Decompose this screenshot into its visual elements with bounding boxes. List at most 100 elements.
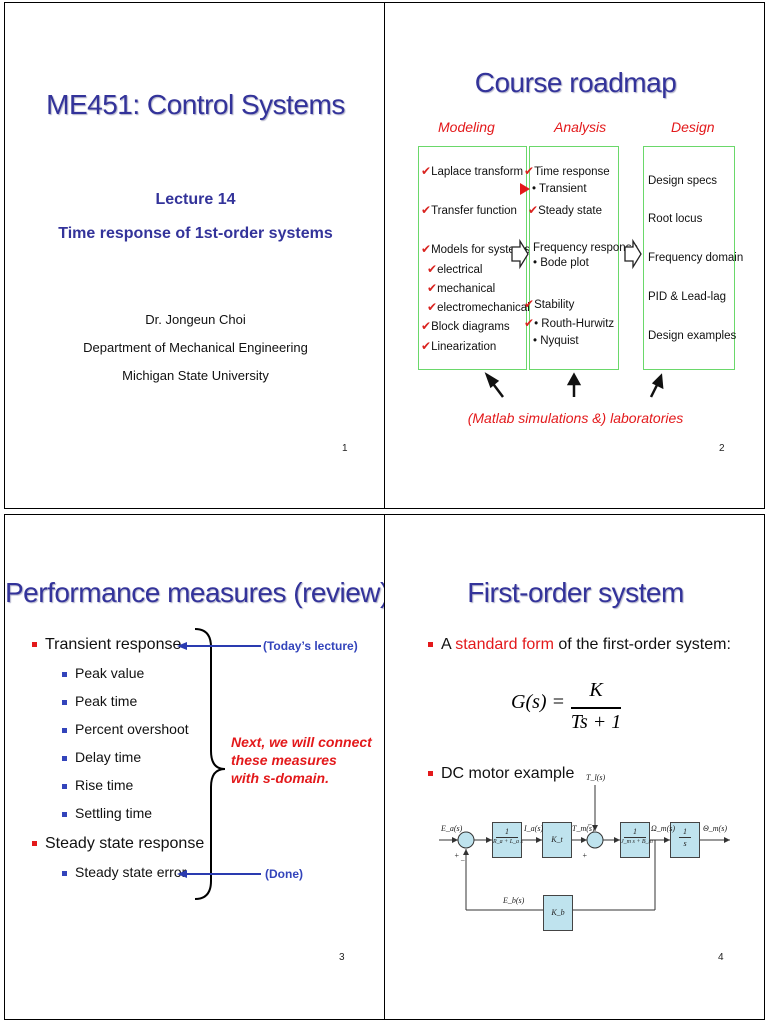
- modeling-item: Block diagrams: [431, 321, 510, 333]
- list-item: Rise time: [62, 777, 133, 793]
- university: Michigan State University: [122, 368, 269, 383]
- check-icon: ✔: [427, 262, 438, 276]
- summing-junction: [586, 831, 604, 849]
- roadmap-arrows: [484, 238, 664, 398]
- author-name: Dr. Jongeun Choi: [145, 312, 246, 327]
- check-icon: ✔: [524, 164, 535, 178]
- block-denominator: J_m s + B_m: [621, 839, 653, 845]
- analysis-item: • Nyquist: [533, 335, 579, 347]
- list-item-label: Peak value: [75, 665, 145, 681]
- analysis-item: Steady state: [538, 205, 602, 217]
- check-icon: ✔: [427, 281, 438, 295]
- block-denominator: s: [683, 839, 687, 848]
- dc-motor-block-diagram-lines: [439, 785, 730, 913]
- signal-speed-label: Ω_m(s): [651, 824, 676, 833]
- brace-and-arrows: [177, 628, 261, 900]
- lecture-topic: Time response of 1st-order systems: [58, 225, 333, 242]
- list-item: Settling time: [62, 805, 152, 821]
- page-number: 3: [339, 952, 345, 963]
- current-position-arrow-icon: [520, 183, 530, 195]
- bullet-icon: [62, 811, 67, 817]
- bullet-icon: [32, 642, 37, 648]
- modeling-box: ✔Laplace transform ✔Transfer function ✔M…: [418, 146, 531, 370]
- up-arrow-icon: [649, 373, 664, 398]
- note-line: these measures: [231, 752, 337, 768]
- modeling-item: Transfer function: [431, 205, 517, 217]
- analysis-box: ✔Time response • Transient ✔Steady state…: [520, 146, 638, 370]
- sum-plus-sign: +: [454, 851, 460, 860]
- back-emf-block: K_b: [543, 895, 573, 931]
- check-icon: ✔: [524, 297, 535, 311]
- list-item: Peak time: [62, 693, 137, 709]
- signal-back-emf-label: E_b(s): [503, 896, 525, 905]
- block-denominator: R_a + L_a s: [493, 839, 523, 845]
- slide3-title: Performance measures (review): [5, 577, 385, 608]
- check-icon: ✔: [421, 164, 432, 178]
- text-run: A: [441, 636, 456, 653]
- block-fraction-bar: [679, 837, 691, 838]
- modeling-item: Linearization: [431, 341, 497, 353]
- analysis-item: Time response: [534, 166, 610, 178]
- list-item-label: Delay time: [75, 749, 142, 765]
- todays-lecture-note: (Today’s lecture): [263, 639, 358, 653]
- signal-current-label: I_a(s): [524, 824, 544, 833]
- modeling-item: mechanical: [437, 283, 496, 295]
- bullet-icon: [62, 727, 67, 733]
- integrator-block: 1 s: [670, 822, 700, 858]
- slide-2: Course roadmap Modeling Analysis Design …: [384, 2, 765, 509]
- check-icon: ✔: [528, 203, 539, 217]
- slide-3: Performance measures (review) Transient …: [4, 514, 385, 1020]
- curly-brace: [194, 628, 226, 900]
- signal-load-torque-label: T_l(s): [586, 773, 606, 782]
- up-arrow-icon: [484, 372, 504, 398]
- bullet-icon: [428, 771, 433, 777]
- mechanical-block: 1 J_m s + B_m: [620, 822, 653, 858]
- check-icon: ✔: [421, 319, 432, 333]
- block-fraction-bar: [624, 837, 646, 838]
- hollow-right-arrow-icon: [511, 238, 529, 270]
- hollow-right-arrow-icon: [624, 238, 642, 270]
- design-item: Root locus: [648, 213, 703, 225]
- modeling-item: Models for systems: [431, 244, 531, 256]
- list-item-label: Peak time: [75, 693, 138, 709]
- analysis-item: Stability: [534, 299, 575, 311]
- analysis-header: Analysis: [554, 119, 607, 135]
- block-numerator: 1: [683, 827, 687, 836]
- next-connect-note: Next, we will connect these measures wit…: [231, 733, 372, 787]
- bullet-label: Steady state response: [45, 835, 205, 852]
- modeling-item: electromechanical: [437, 302, 530, 314]
- bullet-icon: [62, 755, 67, 761]
- list-item-label: Rise time: [75, 777, 134, 793]
- slide-4: First-order system A standard form of th…: [384, 514, 765, 1020]
- slide1-title: ME451: Control Systems: [46, 89, 345, 120]
- bullet-standard-form: A standard form of the first-order syste…: [428, 636, 731, 654]
- slide2-title: Course roadmap: [474, 67, 677, 98]
- page-number: 1: [342, 443, 348, 454]
- check-icon: ✔: [427, 300, 438, 314]
- bullet-icon: [62, 699, 67, 705]
- design-header: Design: [671, 119, 715, 135]
- signal-angle-label: Θ_m(s): [703, 824, 727, 833]
- design-box: Design specs Root locus Frequency domain…: [643, 146, 743, 370]
- block-numerator: 1: [505, 827, 509, 836]
- left-arrow-icon: [177, 642, 261, 650]
- check-icon: ✔: [421, 203, 432, 217]
- bullet-transient-response: Transient response: [32, 636, 181, 654]
- slide4-title: First-order system: [467, 577, 684, 608]
- check-icon: ✔: [421, 339, 432, 353]
- check-icon: ✔: [421, 242, 432, 256]
- formula-denominator: Ts + 1: [570, 711, 622, 733]
- formula-numerator: K: [589, 679, 603, 701]
- text-run: of the first-order system:: [553, 636, 731, 653]
- design-item: Frequency domain: [648, 252, 744, 264]
- slide-1: ME451: Control Systems Lecture 14 Time r…: [4, 2, 385, 509]
- bullet-label: DC motor example: [441, 765, 575, 782]
- design-item: PID & Lead-lag: [648, 291, 726, 303]
- page-number: 4: [718, 952, 724, 963]
- list-item: Peak value: [62, 665, 144, 681]
- fraction-bar: [571, 707, 621, 709]
- bullet-icon: [62, 783, 67, 789]
- design-item: Design examples: [648, 330, 737, 342]
- block-fraction-bar: [496, 837, 518, 838]
